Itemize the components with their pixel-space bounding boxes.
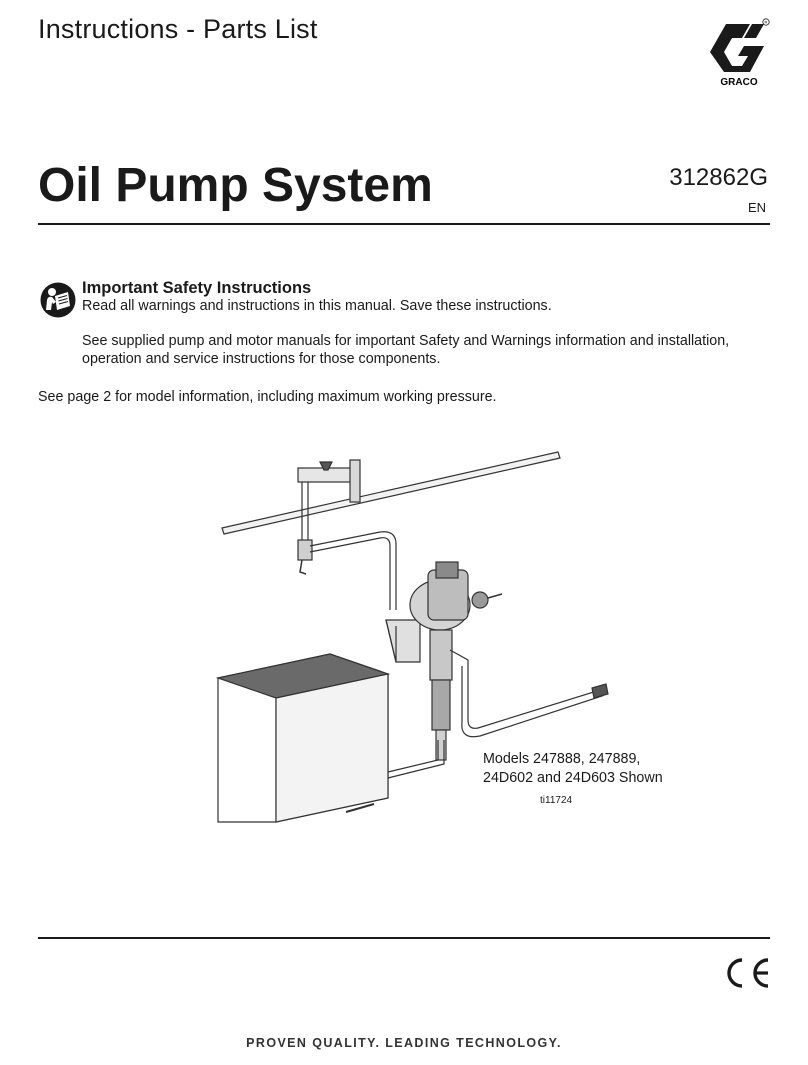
model-info-note: See page 2 for model information, includ… [38, 389, 497, 405]
oil-pump-system-illustration [215, 451, 609, 823]
figure-caption: Models 247888, 247889, 24D602 and 24D603… [483, 750, 663, 788]
bottom-divider [38, 937, 770, 939]
svg-text:R: R [765, 20, 768, 25]
top-divider [38, 223, 770, 225]
footer-tagline: PROVEN QUALITY. LEADING TECHNOLOGY. [246, 1036, 562, 1050]
graco-wordmark: GRACO [720, 77, 757, 88]
safety-paragraph-1: Read all warnings and instructions in th… [82, 298, 552, 314]
page-title: Oil Pump System [38, 159, 433, 212]
header-title: Instructions - Parts List [38, 14, 318, 44]
graco-logo-icon: R GRACO [710, 18, 770, 88]
ce-mark-icon [727, 958, 769, 988]
language-code: EN [747, 200, 766, 215]
figure-caption-line-1: Models 247888, 247889, [483, 751, 641, 767]
document-number: 312862G [669, 164, 768, 191]
safety-heading: Important Safety Instructions [82, 279, 312, 297]
figure-caption-line-2: 24D602 and 24D603 Shown [483, 770, 663, 786]
figure-id: ti11724 [540, 795, 573, 806]
read-manual-icon [40, 282, 76, 318]
safety-paragraph-2: See supplied pump and motor manuals for … [82, 333, 730, 367]
